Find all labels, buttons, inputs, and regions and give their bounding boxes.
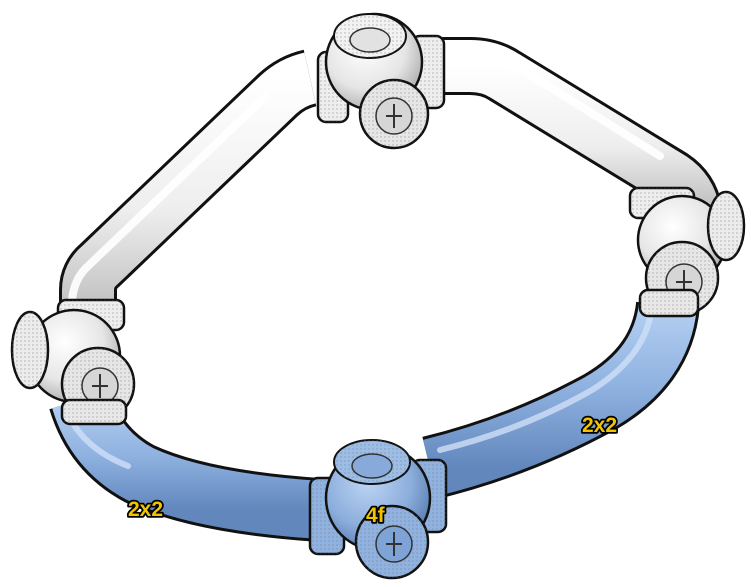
tube-bottom-right-blue — [430, 305, 668, 468]
tube-top-left-white — [72, 78, 310, 318]
label-tube-right: 2x2 — [582, 414, 617, 437]
joint-top-white — [318, 14, 444, 148]
label-tube-left: 2x2 — [128, 498, 163, 521]
label-joint-bottom: 4f — [366, 504, 386, 527]
joint-left-white — [12, 300, 134, 424]
joint-right-white — [630, 188, 744, 316]
